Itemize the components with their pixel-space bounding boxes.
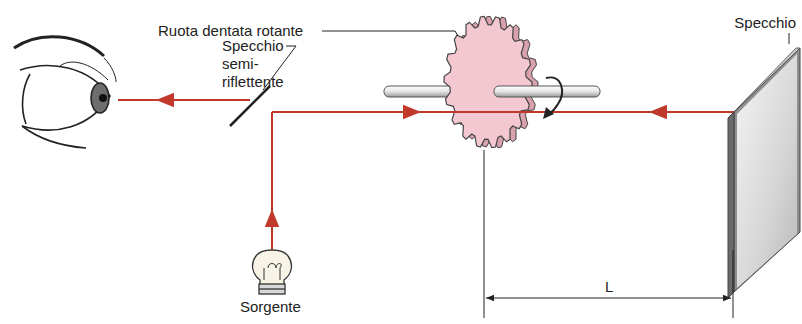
mirror [728,48,800,298]
toothed-wheel [444,16,532,147]
rotation-arrow [543,77,562,119]
axle [494,86,600,97]
dimension-line [484,150,733,318]
leader-line [263,31,789,90]
half-mirror [230,86,270,126]
light-beam [118,100,735,255]
light-source [253,250,292,294]
mirror-label: Specchio [734,14,796,32]
eye [14,37,116,148]
dimension-label: L [603,278,615,296]
source-label: Sorgente [240,298,301,316]
light-beam [430,111,545,113]
half-mirror-label: Specchio semi- riflettente [222,37,300,91]
